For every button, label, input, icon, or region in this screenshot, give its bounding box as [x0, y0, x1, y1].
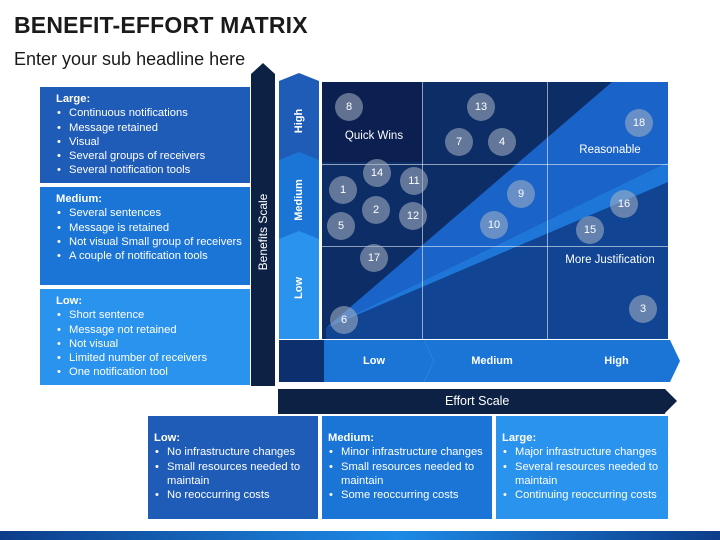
list-item: Several groups of receivers [56, 149, 242, 164]
bubble-1: 1 [329, 176, 357, 204]
list-item: Continuing reoccurring costs [502, 488, 662, 503]
effort-level-medium: Medium [424, 340, 560, 382]
benefit-large-heading: Large: [56, 93, 91, 105]
benefit-low-heading: Low: [56, 295, 83, 307]
benefit-level-high: High [279, 81, 319, 161]
benefit-level-low-label: Low [293, 276, 305, 299]
bubble-17: 17 [360, 244, 388, 272]
bubble-15: 15 [576, 216, 604, 244]
benefit-chevron-medium [279, 152, 319, 249]
list-item: Visual [56, 135, 242, 150]
bubble-11: 11 [400, 167, 428, 195]
bubble-4: 4 [488, 128, 516, 156]
effort-level-low-label: Low [363, 355, 385, 367]
effort-level-high: High [549, 340, 684, 382]
page-subtitle: Enter your sub headline here [14, 49, 246, 69]
benefit-medium-heading: Medium: [56, 193, 102, 205]
benefit-level-low: Low [279, 245, 319, 330]
benefit-low-box: Low: Short sentence Message not retained… [40, 289, 250, 385]
benefit-chevron-high [279, 73, 319, 170]
benefit-medium-list: Several sentences Message is retained No… [56, 206, 242, 263]
benefits-scale-bar [251, 63, 275, 386]
grid-line-h2 [322, 246, 668, 247]
quick-wins-quadrant [322, 82, 422, 162]
footer-accent-bar [0, 531, 720, 540]
bubble-13: 13 [467, 93, 495, 121]
list-item: Message retained [56, 121, 242, 136]
list-item: Several sentences [56, 206, 242, 221]
benefit-medium-box: Medium: Several sentences Message is ret… [40, 187, 250, 285]
effort-large-list: Major infrastructure changes Several res… [502, 445, 662, 502]
benefit-large-list: Continuous notifications Message retaine… [56, 106, 242, 178]
list-item: No reoccurring costs [154, 488, 312, 503]
effort-low-list: No infrastructure changes Small resource… [154, 445, 312, 502]
list-item: Several resources needed to maintain [502, 460, 662, 489]
reasonable-label: Reasonable [579, 144, 641, 156]
list-item: Short sentence [56, 308, 242, 323]
benefit-large-box: Large: Continuous notifications Message … [40, 87, 250, 183]
list-item: Message is retained [56, 221, 242, 236]
effort-level-high-label: High [604, 355, 629, 367]
bubble-7: 7 [445, 128, 473, 156]
benefit-effort-matrix: Quick Wins Reasonable More Justification… [322, 82, 668, 339]
effort-large-heading: Large: [502, 432, 537, 444]
quick-wins-label: Quick Wins [344, 130, 404, 142]
benefit-level-medium-label: Medium [293, 179, 305, 221]
bubble-10: 10 [480, 211, 508, 239]
benefit-chevron-low [279, 231, 319, 339]
list-item: Small resources needed to maintain [328, 460, 486, 489]
list-item: No infrastructure changes [154, 445, 312, 460]
list-item: Major infrastructure changes [502, 445, 662, 460]
list-item: Some reoccurring costs [328, 488, 486, 503]
benefit-level-medium: Medium [279, 160, 319, 240]
more-justification-label: More Justification [565, 254, 655, 266]
bubble-8: 8 [335, 93, 363, 121]
effort-level-medium-label: Medium [471, 355, 513, 367]
list-item: Several notification tools [56, 163, 242, 178]
page-title: BENEFIT-EFFORT MATRIX [14, 12, 308, 38]
effort-medium-heading: Medium: [328, 432, 374, 444]
list-item: A couple of notification tools [56, 249, 242, 264]
effort-chevron-medium [424, 340, 560, 382]
bubble-3: 3 [629, 295, 657, 323]
effort-low-heading: Low: [154, 432, 181, 444]
bubble-16: 16 [610, 190, 638, 218]
bubble-12: 12 [399, 202, 427, 230]
bubble-2: 2 [362, 196, 390, 224]
effort-low-box: Low: No infrastructure changes Small res… [148, 416, 318, 519]
grid-line-v2 [547, 82, 548, 339]
bubble-9: 9 [507, 180, 535, 208]
effort-chevron-high [549, 340, 680, 382]
effort-large-box: Large: Major infrastructure changes Seve… [496, 416, 668, 519]
bubble-6: 6 [330, 306, 358, 334]
bubble-18: 18 [625, 109, 653, 137]
benefits-scale-label: Benefits Scale [256, 193, 270, 271]
grid-line-h1 [322, 164, 668, 165]
effort-medium-box: Medium: Minor infrastructure changes Sma… [322, 416, 492, 519]
diagonal-zones [326, 82, 668, 339]
list-item: One notification tool [56, 365, 242, 380]
effort-chevron-low [324, 340, 434, 382]
axis-corner-block [279, 340, 324, 382]
list-item: Limited number of receivers [56, 351, 242, 366]
list-item: Not visual Small group of receivers [56, 235, 242, 250]
list-item: Not visual [56, 337, 242, 352]
benefit-low-list: Short sentence Message not retained Not … [56, 308, 242, 380]
list-item: Message not retained [56, 323, 242, 338]
bubble-14: 14 [363, 159, 391, 187]
effort-level-low: Low [324, 340, 424, 382]
effort-scale-label: Effort Scale [445, 394, 510, 408]
bubble-5: 5 [327, 212, 355, 240]
effort-scale-bar: Effort Scale [278, 389, 677, 414]
list-item: Continuous notifications [56, 106, 242, 121]
list-item: Minor infrastructure changes [328, 445, 486, 460]
effort-medium-list: Minor infrastructure changes Small resou… [328, 445, 486, 502]
benefit-level-high-label: High [293, 108, 305, 134]
list-item: Small resources needed to maintain [154, 460, 312, 489]
